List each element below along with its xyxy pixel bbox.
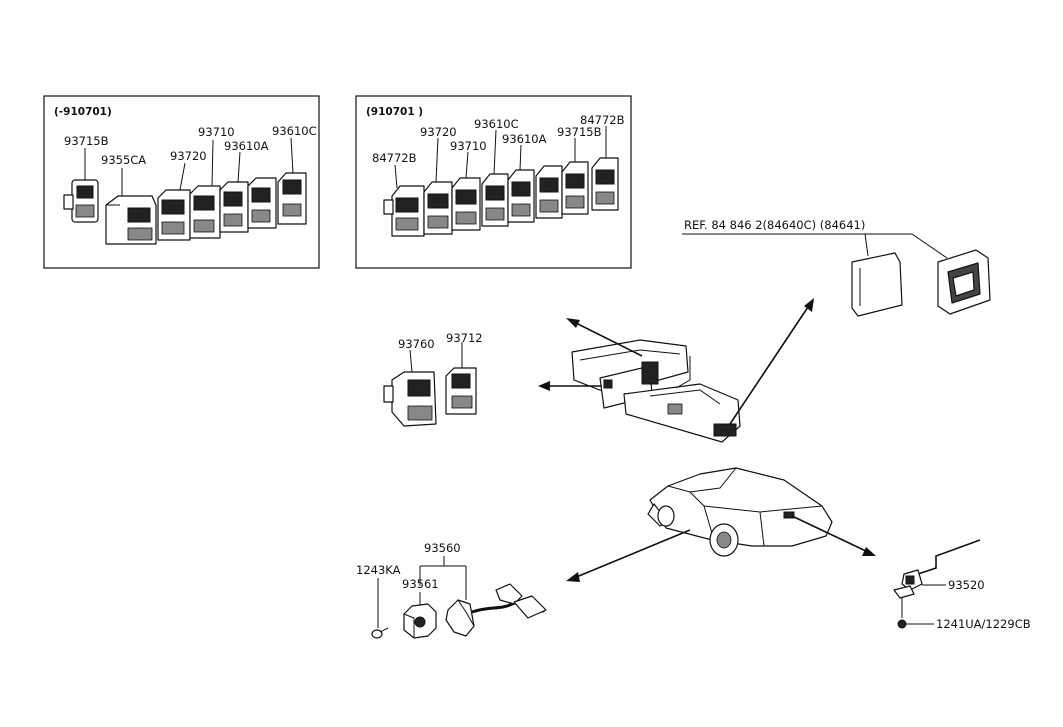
switch-93610C-left xyxy=(277,172,307,225)
label-93715B-left: 93715B xyxy=(64,134,109,148)
inset-left-header: (-910701) xyxy=(54,106,112,118)
label-93710-right: 93710 xyxy=(450,139,487,153)
inset-right-leaders xyxy=(394,126,607,189)
console-arrows xyxy=(538,298,814,425)
screw-1243KA xyxy=(371,627,389,639)
label-84772B-right-b: 84772B xyxy=(580,113,625,127)
label-93561: 93561 xyxy=(402,577,439,591)
switch-93760 xyxy=(383,371,437,427)
label-ref: REF. 84 846 2(84640C) (84641) xyxy=(684,218,865,232)
trunk-switch-93520 xyxy=(893,539,981,599)
wire-harness xyxy=(471,583,547,619)
label-93712: 93712 xyxy=(446,331,483,345)
console-assembly xyxy=(571,339,741,443)
label-1241UA-1229CB: 1241UA/1229CB xyxy=(936,617,1031,631)
inset-left-leaders xyxy=(84,137,294,196)
switch-93720-left xyxy=(157,189,191,241)
fastener-1241UA xyxy=(897,619,907,629)
switch-extra-left xyxy=(247,177,277,229)
label-84772B-right-a: 84772B xyxy=(372,151,417,165)
label-93715B-right: 93715B xyxy=(557,125,602,139)
switch-extra-right xyxy=(535,165,563,219)
label-93610C-left: 93610C xyxy=(272,124,317,138)
switch-93720-right xyxy=(423,181,453,235)
switch-93715B-left xyxy=(63,179,99,223)
label-1243KA: 1243KA xyxy=(356,563,401,577)
switch-9355CA-left xyxy=(105,195,157,245)
label-93760: 93760 xyxy=(398,337,435,351)
inset-right-header: (910701 ) xyxy=(366,106,423,118)
label-93520: 93520 xyxy=(948,578,985,592)
label-93720-left: 93720 xyxy=(170,149,207,163)
switch-93610A-right xyxy=(507,169,535,223)
inset-right: (910701 ) xyxy=(355,95,632,269)
switch-84772B-right-b xyxy=(591,157,619,211)
vehicle-arrows xyxy=(566,515,876,582)
label-93710-left: 93710 xyxy=(198,125,235,139)
label-93720-right: 93720 xyxy=(420,125,457,139)
switch-84772B-right-a xyxy=(383,185,425,237)
switch-group-93760-93712: 93760 93712 xyxy=(383,331,483,427)
socket-93561 xyxy=(403,603,437,639)
vehicle-outline xyxy=(647,467,833,557)
bezel-frame-84640C xyxy=(937,249,991,315)
switch-93710-left xyxy=(189,185,221,239)
ref-bezel-group: REF. 84 846 2(84640C) (84641) xyxy=(682,218,991,317)
switch-assembly-93520: 93520 1241UA/1229CB xyxy=(893,539,1031,631)
label-93610C-right: 93610C xyxy=(474,117,519,131)
inset-right-switches xyxy=(383,157,619,237)
lamp-housing xyxy=(445,599,475,637)
inset-left: (-910701) xyxy=(43,95,320,269)
switch-93712 xyxy=(445,367,477,415)
label-93560: 93560 xyxy=(424,541,461,555)
lamp-assembly-93560: 93560 93561 1243KA xyxy=(356,541,547,639)
switch-93715B-right xyxy=(561,161,589,215)
inset-left-switches xyxy=(63,172,307,245)
label-93610A-left: 93610A xyxy=(224,139,269,153)
label-9355CA-left: 9355CA xyxy=(101,153,146,167)
switch-93610C-right xyxy=(481,173,509,227)
switch-93710-right xyxy=(451,177,481,231)
switch-93610A-left xyxy=(219,181,249,233)
label-93610A-right: 93610A xyxy=(502,132,547,146)
bezel-cover-84641 xyxy=(851,252,903,317)
